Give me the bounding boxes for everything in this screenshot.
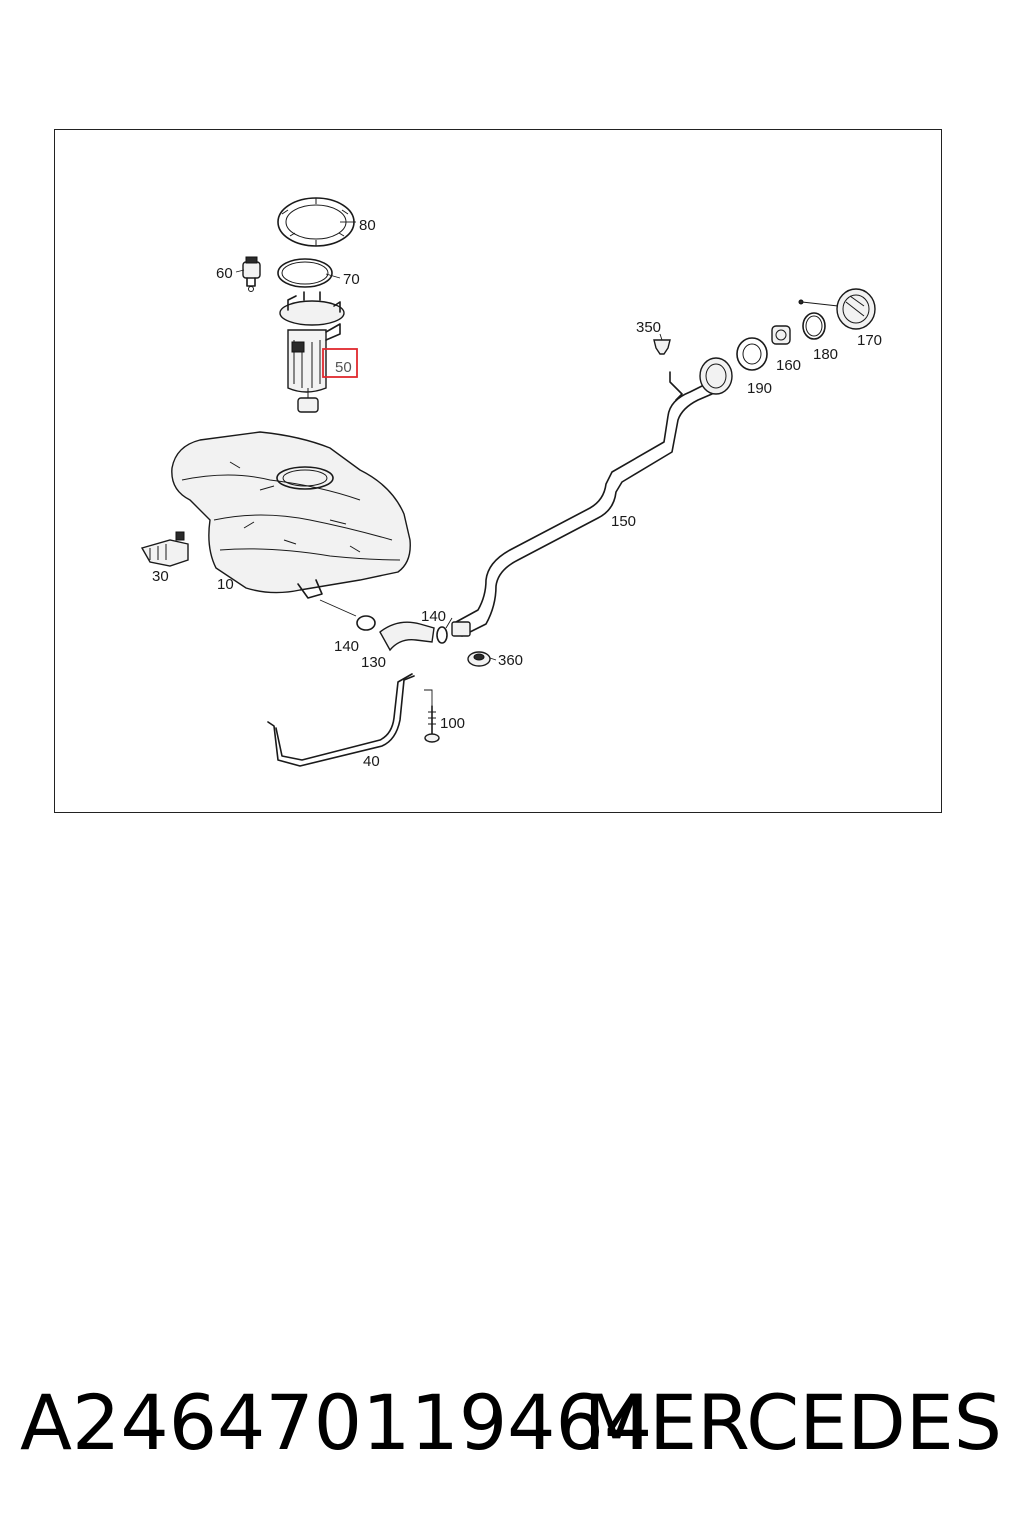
clip-part: [653, 339, 671, 355]
label-70: 70: [343, 271, 360, 288]
label-80: 80: [359, 217, 376, 234]
hose-clamp-right-part: [436, 626, 448, 644]
label-360: 360: [498, 652, 523, 669]
valve-part: [771, 325, 791, 345]
label-140-right: 140: [421, 608, 446, 625]
label-190: 190: [747, 380, 772, 397]
label-50: 50: [335, 359, 352, 376]
label-170: 170: [857, 332, 882, 349]
brand-name: MERCEDES: [583, 1378, 1002, 1467]
grommet-part: [467, 651, 491, 667]
fuel-sender-part: [140, 531, 189, 567]
fuel-pump-module-part: [279, 291, 345, 413]
fuel-cap-part: [798, 288, 876, 330]
label-10: 10: [217, 576, 234, 593]
callout-labels: 80 70 60 50 30 10 140 130 140 360 100 40…: [152, 217, 882, 770]
label-140-left: 140: [334, 638, 359, 655]
pressure-sensor-part: [242, 256, 261, 292]
highlight-box: [322, 348, 358, 378]
label-30: 30: [152, 568, 169, 585]
gasket-part: [802, 312, 826, 340]
bolt-part: [424, 705, 440, 743]
leader-lines: [235, 221, 663, 706]
label-130: 130: [361, 654, 386, 671]
filler-head-part: [699, 337, 768, 395]
label-180: 180: [813, 346, 838, 363]
hose-clamp-left-part: [356, 615, 376, 631]
filler-neck-pipe-part: [451, 371, 713, 637]
part-number: A246470119464: [20, 1378, 653, 1467]
label-40: 40: [363, 753, 380, 770]
label-160: 160: [776, 357, 801, 374]
tank-strap-part: [267, 673, 415, 767]
label-350: 350: [636, 319, 661, 336]
label-60: 60: [216, 265, 233, 282]
filler-hose-part: [379, 621, 435, 652]
fuel-tank-part: [171, 431, 411, 599]
label-150: 150: [611, 513, 636, 530]
label-100: 100: [440, 715, 465, 732]
seal-ring-part: [277, 258, 333, 288]
